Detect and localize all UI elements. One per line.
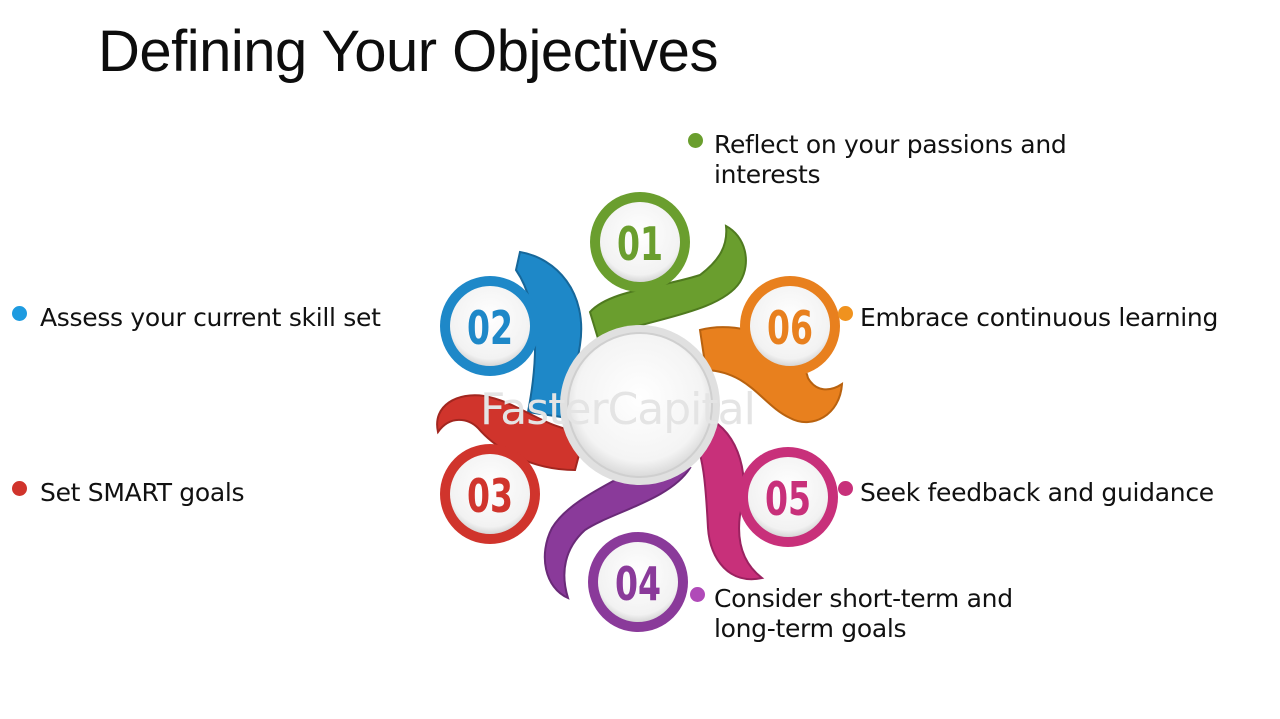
badge-05	[738, 447, 838, 547]
badge-02-number: 02	[467, 303, 513, 356]
step-01-line2: interests	[714, 160, 821, 189]
badge-06	[740, 276, 840, 376]
badge-05-number: 05	[765, 474, 811, 527]
badge-02	[440, 276, 540, 376]
bullet-01-dot	[688, 133, 703, 148]
arm-04-purple	[543, 458, 692, 600]
page-title: Defining Your Objectives	[98, 19, 718, 84]
step-03-label: Set SMART goals	[40, 478, 245, 507]
badge-03	[440, 444, 540, 544]
step-04-line1: Consider short-term and	[714, 584, 1013, 613]
bullet-05-dot	[838, 481, 853, 496]
bullet-06-dot	[838, 306, 853, 321]
step-02-label: Assess your current skill set	[40, 303, 381, 332]
badge-04	[588, 532, 688, 632]
step-06-label: Embrace continuous learning	[860, 303, 1219, 332]
step-04-label: Consider short-term and long-term goals	[714, 584, 1013, 644]
step-01-line1: Reflect on your passions and	[714, 130, 1067, 159]
bullet-03-dot	[12, 481, 27, 496]
bullet-04-dot	[690, 587, 705, 602]
step-01-label: Reflect on your passions and interests	[714, 130, 1067, 190]
step-04-line2: long-term goals	[714, 614, 907, 643]
badge-01-number: 01	[617, 219, 663, 272]
arm-05-magenta	[688, 413, 765, 581]
badge-06-number: 06	[767, 303, 813, 356]
badge-04-number: 04	[615, 559, 661, 612]
bullet-02-dot	[12, 306, 27, 321]
watermark: FasterCapital	[480, 384, 756, 435]
badge-03-number: 03	[467, 471, 513, 524]
step-05-label: Seek feedback and guidance	[860, 478, 1214, 507]
badge-01	[590, 192, 690, 292]
